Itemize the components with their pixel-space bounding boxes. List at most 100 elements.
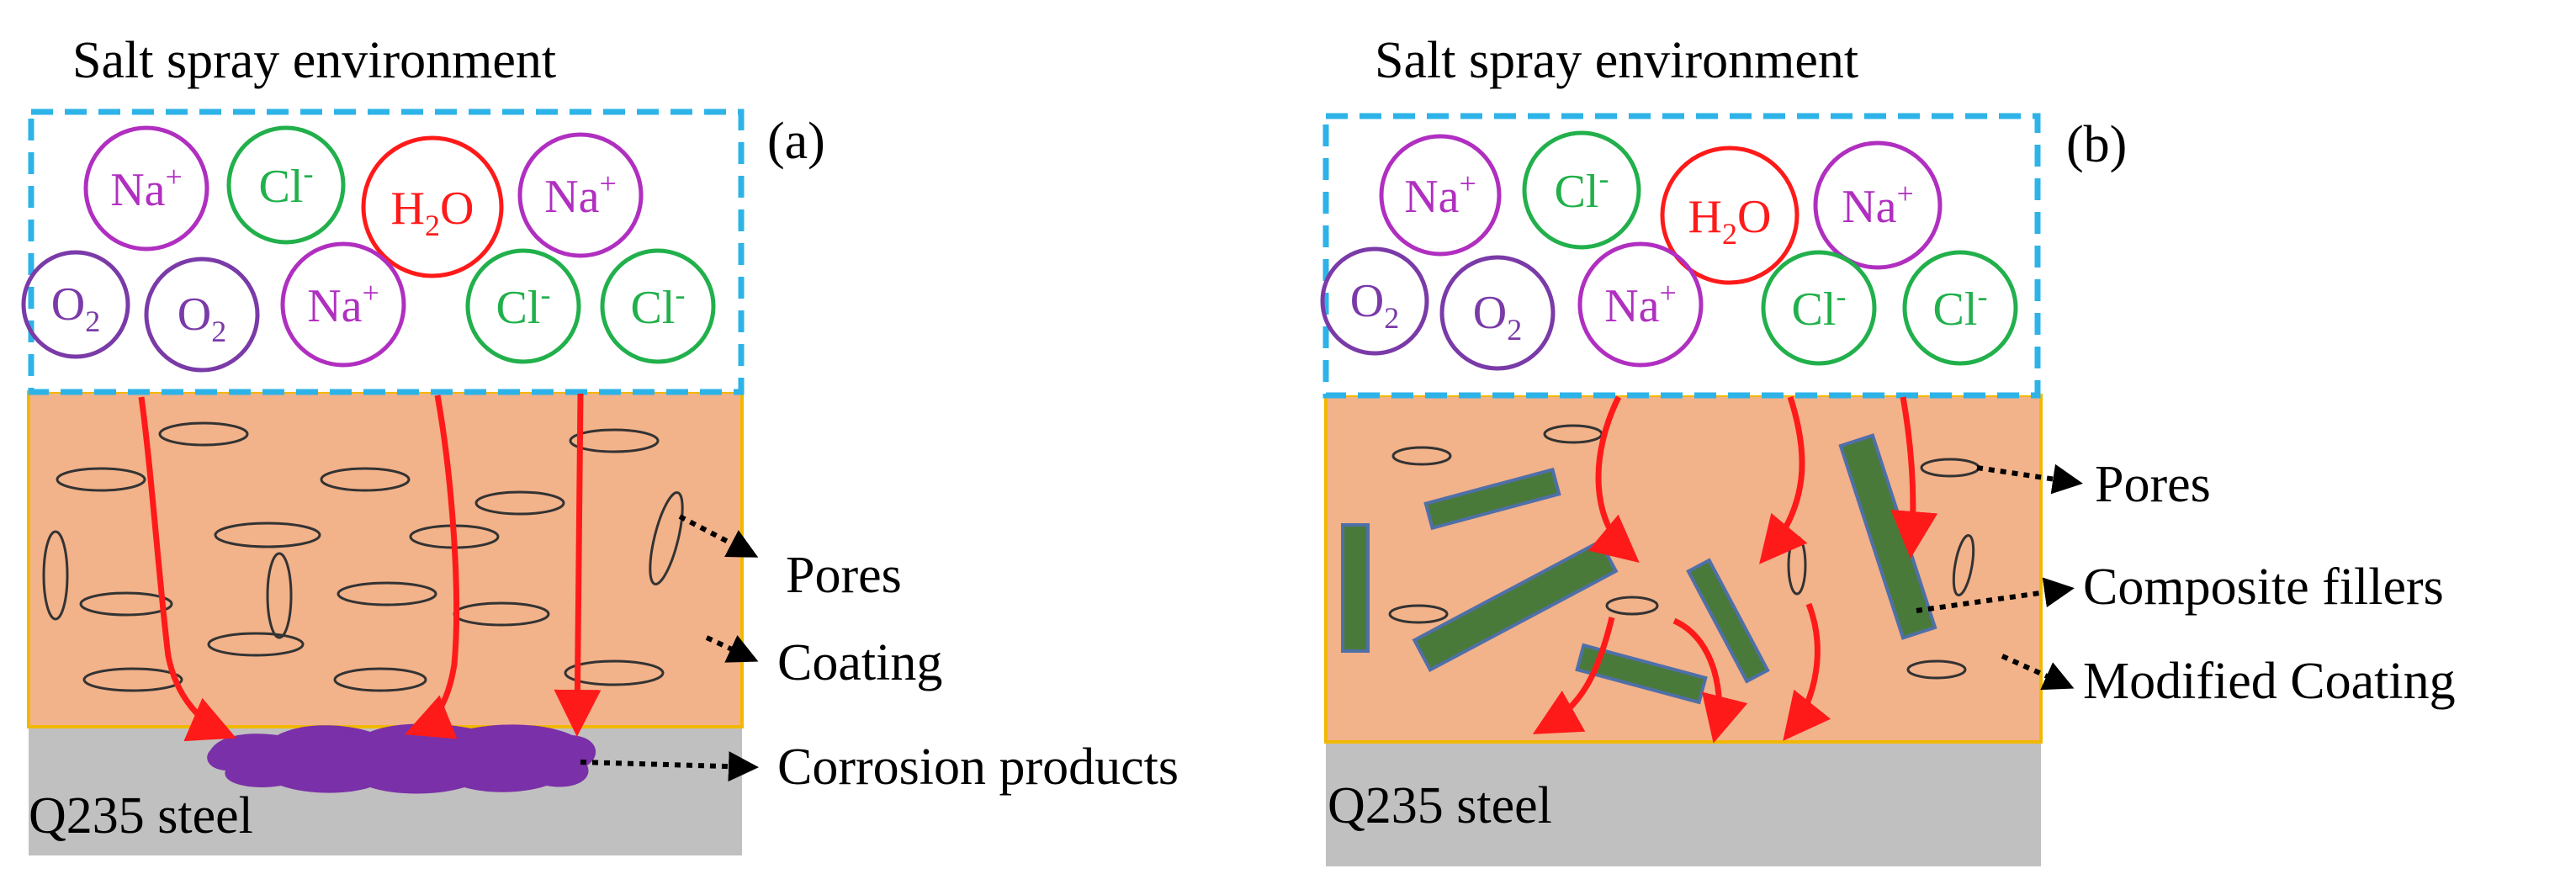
pore <box>42 530 69 621</box>
ion-circle <box>1320 246 1429 356</box>
panel-a-label: (a) <box>767 113 825 170</box>
callout-corrosion-products: Corrosion products <box>777 739 1179 796</box>
ion-circle <box>600 248 716 364</box>
panel-a-steel-label: Q235 steel <box>29 787 253 845</box>
ion-label-na: Na+ <box>1842 177 1914 233</box>
ion-label-o2: O2 <box>1473 287 1522 347</box>
pore <box>474 490 565 516</box>
ion-label-h2o: H2O <box>391 183 474 242</box>
panel-a-ions: Na+ Cl- H2O Na+ O2 O2 Na+ Cl- Cl- <box>21 125 716 373</box>
corrosion-products <box>207 723 596 794</box>
ion-label-cl: Cl- <box>1555 162 1609 218</box>
ion-circle <box>1813 140 1943 270</box>
penetration-arrow <box>554 393 602 737</box>
panel-b-composite-fillers <box>1341 433 1937 705</box>
ion-circle <box>144 257 260 373</box>
callout-line-modified-coating <box>2001 654 2075 691</box>
pore <box>320 467 411 492</box>
penetration-arrow <box>1783 602 1831 741</box>
composite-filler <box>1423 467 1561 531</box>
penetration-arrow <box>1587 395 1640 563</box>
ion-label-cl: Cl- <box>496 278 551 334</box>
panel-a-coating-layer <box>27 390 744 728</box>
pore <box>569 428 660 453</box>
penetration-arrow <box>1672 617 1748 744</box>
pore <box>214 522 321 548</box>
pore <box>564 659 665 686</box>
composite-filler <box>1575 643 1708 705</box>
panel-a-penetration-arrows <box>138 393 602 742</box>
callout-line-pores <box>1976 463 2083 495</box>
ion-circle <box>465 248 581 364</box>
pore <box>1391 446 1452 466</box>
penetration-arrow <box>405 395 460 739</box>
panel-a: Salt spray environment (a) Na+ Cl- H2O N… <box>21 32 1179 855</box>
penetration-arrow <box>1890 396 1938 559</box>
ion-label-cl: Cl- <box>631 278 686 334</box>
panel-b-label: (b) <box>2066 116 2127 173</box>
composite-filler <box>1341 523 1370 653</box>
callout-pores: Pores <box>786 547 902 604</box>
pore <box>207 632 305 657</box>
panel-b-steel-layer <box>1326 740 2041 866</box>
ion-label-na: Na+ <box>544 167 617 223</box>
ion-label-cl: Cl- <box>1933 279 1988 336</box>
pore <box>82 667 183 692</box>
ion-circle <box>517 132 644 258</box>
ion-circle <box>1761 250 1877 366</box>
pore <box>56 467 146 492</box>
ion-circle <box>83 125 209 252</box>
ion-label-o2: O2 <box>178 289 226 348</box>
callout-modified-coating: Modified Coating <box>2083 653 2456 710</box>
callout-line-coating <box>705 635 759 663</box>
ion-circle <box>1660 146 1799 285</box>
ion-circle <box>1379 134 1502 257</box>
ion-label-na: Na+ <box>1604 276 1677 332</box>
pore <box>333 667 427 692</box>
ion-label-h2o: H2O <box>1688 191 1772 251</box>
pore <box>649 491 684 585</box>
ion-label-cl: Cl- <box>259 156 314 213</box>
pore <box>1605 596 1659 616</box>
ion-circle <box>1577 241 1704 368</box>
panel-a-environment-label: Salt spray environment <box>72 32 556 89</box>
ion-circle <box>1902 250 2018 366</box>
ion-circle <box>280 241 406 368</box>
ion-label-cl: Cl- <box>1792 279 1847 336</box>
penetration-arrow <box>1532 617 1615 734</box>
callout-line-composite-fillers <box>1916 577 2075 613</box>
penetration-arrow <box>1759 395 1808 564</box>
ion-circle <box>21 250 130 359</box>
panel-a-callout-lines <box>580 514 759 782</box>
ion-label-o2: O2 <box>51 278 100 338</box>
ion-label-na: Na+ <box>307 276 379 332</box>
pore <box>1952 534 1975 596</box>
ion-circle <box>361 135 504 278</box>
pore <box>1906 659 1967 680</box>
composite-filler <box>1686 558 1770 684</box>
callout-coating: Coating <box>777 634 942 691</box>
ion-label-na: Na+ <box>1404 167 1476 223</box>
pore <box>1388 604 1449 624</box>
panel-b-steel-label: Q235 steel <box>1328 777 1552 834</box>
pore <box>266 552 293 639</box>
panel-b-penetration-arrows <box>1532 395 1938 744</box>
ion-circle <box>226 125 346 245</box>
callout-line-pores <box>678 514 759 558</box>
callout-pores: Pores <box>2095 456 2211 513</box>
pore <box>158 421 249 447</box>
panel-b-environment-label: Salt spray environment <box>1375 32 1858 89</box>
callout-line-corrosion <box>580 751 759 782</box>
ion-label-o2: O2 <box>1350 275 1399 335</box>
penetration-arrow <box>138 396 236 742</box>
pore <box>337 581 437 606</box>
panel-b-callout-lines <box>1916 463 2083 691</box>
ion-circle <box>1439 255 1556 371</box>
panel-b: Salt spray environment (b) Na+ Cl- H2O N… <box>1320 32 2456 866</box>
pore <box>79 591 173 617</box>
panel-b-ions: Na+ Cl- H2O Na+ O2 O2 Na+ Cl- Cl- <box>1320 130 2018 371</box>
ion-label-na: Na+ <box>110 160 183 216</box>
callout-composite-fillers: Composite fillers <box>2083 559 2444 616</box>
